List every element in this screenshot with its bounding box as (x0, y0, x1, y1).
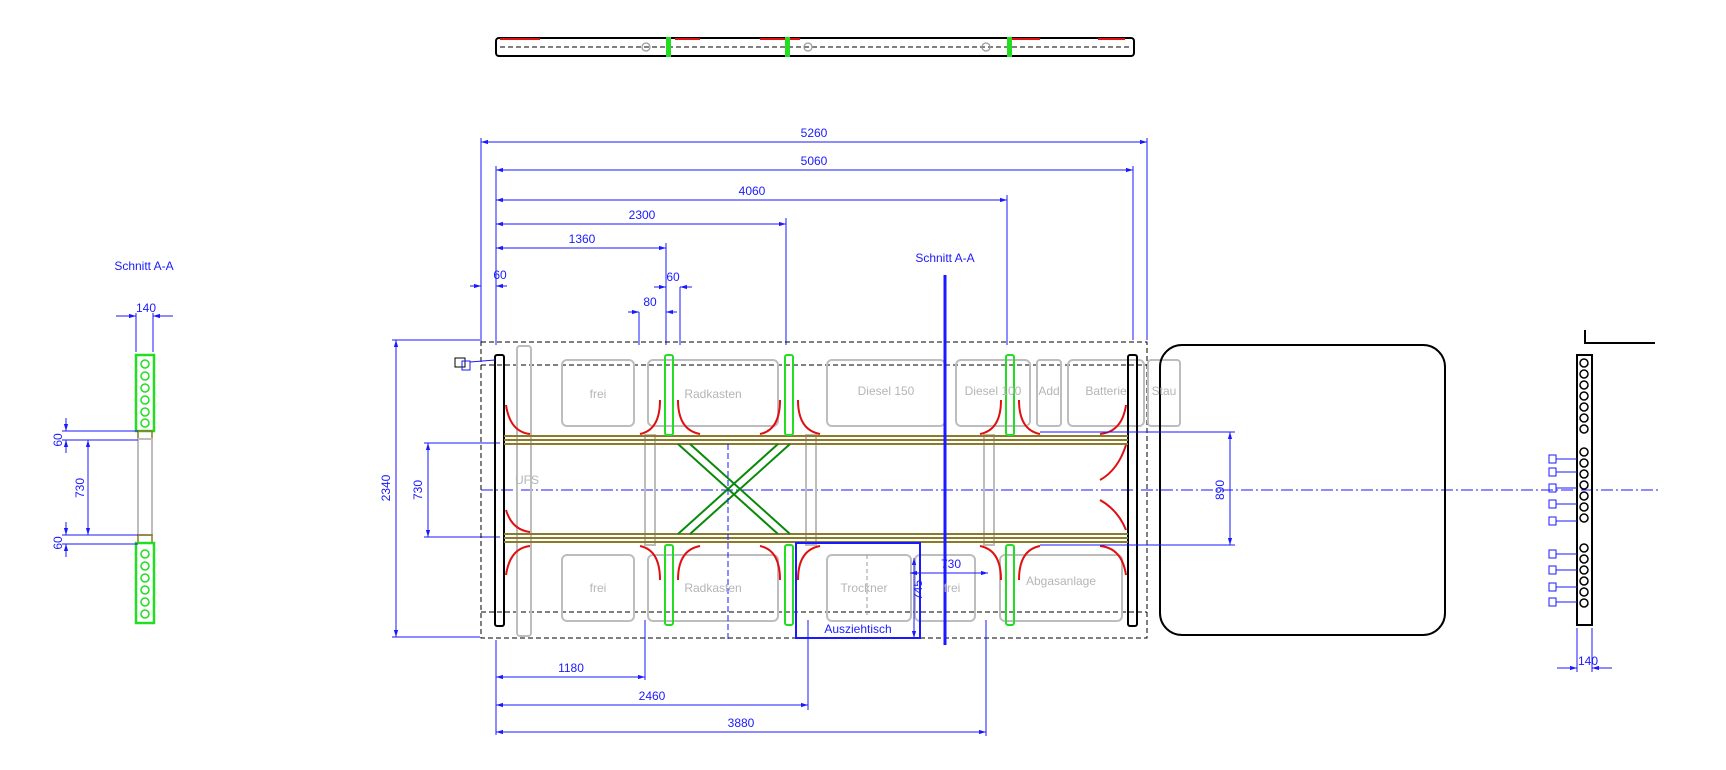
top-dimensions (470, 138, 1148, 345)
box-radkasten-top (647, 359, 779, 427)
box-radkasten-bottom (647, 554, 779, 622)
component-labels: frei Radkasten Diesel 150 Diesel 100 Add… (515, 384, 1176, 636)
label-stau: Stau (1152, 384, 1177, 398)
left-dim-60-bottom: 60 (51, 536, 65, 550)
label-trockner: Trockner (841, 581, 888, 595)
label-abgasanlage: Abgasanlage (1026, 574, 1096, 588)
dim-3880: 3880 (728, 716, 755, 730)
right-section-view: 140 (1548, 330, 1655, 672)
dim-4060: 4060 (739, 184, 766, 198)
section-marker-label: Schnitt A-A (915, 251, 974, 265)
box-frei-bottom (561, 554, 635, 622)
left-height-dimensions (392, 339, 500, 638)
dim-80: 80 (643, 295, 657, 309)
dim-5060: 5060 (801, 154, 828, 168)
label-radkasten-bottom: Radkasten (684, 581, 741, 595)
label-batterie: Batterie (1085, 384, 1127, 398)
left-section-view: Schnitt A-A 140 (51, 259, 174, 625)
dim-1360: 1360 (569, 232, 596, 246)
left-section-title: Schnitt A-A (114, 259, 173, 273)
label-frei-bottom-left: frei (590, 581, 607, 595)
dim-table-745: 745 (911, 580, 925, 600)
left-dim-730: 730 (73, 478, 87, 498)
label-frei-bottom-mid: frei (944, 581, 961, 595)
label-diesel150: Diesel 150 (858, 384, 915, 398)
dim-2340: 2340 (379, 474, 393, 501)
box-add (1036, 359, 1062, 427)
main-plan-view (454, 275, 1660, 736)
label-frei-top: frei (590, 387, 607, 401)
box-ufs (516, 345, 532, 637)
box-frei-top (561, 359, 635, 427)
label-ausziehtisch: Ausziehtisch (824, 622, 891, 636)
dim-table-730: 730 (941, 557, 961, 571)
dim-730-inner: 730 (411, 480, 425, 500)
left-dim-140: 140 (136, 301, 156, 315)
right-dim-140: 140 (1578, 654, 1598, 668)
label-ufs: UFS (515, 473, 539, 487)
top-elevation-view (495, 37, 1135, 57)
dim-890: 890 (1213, 480, 1227, 500)
top-dimension-labels: 5260 5060 4060 2300 1360 60 60 80 (493, 126, 827, 309)
label-diesel100: Diesel 100 (965, 384, 1022, 398)
dim-2460: 2460 (639, 689, 666, 703)
dim-1180: 1180 (558, 661, 584, 675)
dim-60-left: 60 (493, 268, 507, 282)
box-trockner (826, 554, 912, 622)
left-dim-60-top: 60 (51, 433, 65, 447)
dim-60-upper: 60 (666, 270, 680, 284)
main-dimension-labels: Schnitt A-A 730 745 890 1180 2460 3880 (558, 251, 1227, 730)
box-batterie (1067, 359, 1145, 427)
box-stau (1147, 359, 1181, 427)
label-add: Add (1038, 384, 1059, 398)
dim-2300: 2300 (629, 208, 656, 222)
dim-5260: 5260 (801, 126, 828, 140)
box-abgasanlage (999, 554, 1123, 622)
label-radkasten-top: Radkasten (684, 387, 741, 401)
